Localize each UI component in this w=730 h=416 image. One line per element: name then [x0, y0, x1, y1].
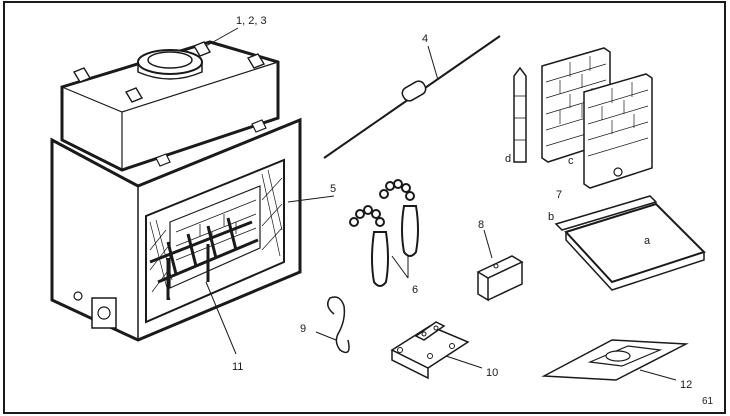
leader-lines	[205, 27, 677, 381]
label-refractory-set: 7	[556, 189, 562, 201]
small-bracket-illustration	[476, 255, 524, 302]
refractory-illustration	[513, 47, 706, 291]
label-chain-pulls: 6	[412, 284, 418, 296]
label-grate: 11	[232, 361, 243, 373]
chain-pulls-illustration	[349, 179, 419, 287]
label-rod: 4	[422, 33, 428, 45]
label-fireplace-parts: 1, 2, 3	[236, 15, 267, 27]
hook-illustration	[327, 296, 350, 354]
label-screen: 5	[330, 183, 336, 195]
page-number: 61	[702, 396, 714, 407]
label-bracket-plate: 10	[486, 367, 498, 379]
page-border	[3, 1, 726, 414]
label-part-c: c	[568, 155, 574, 167]
hearth-plate-illustration	[541, 339, 689, 381]
rod-illustration	[323, 35, 501, 159]
label-hook: 9	[300, 323, 306, 335]
label-part-d: d	[505, 153, 511, 165]
label-part-b: b	[548, 211, 554, 223]
bracket-plate-illustration	[390, 321, 470, 380]
label-hearth-plate: 12	[680, 379, 692, 391]
fireplace-illustration	[50, 40, 302, 342]
label-small-bracket: 8	[478, 219, 484, 231]
label-part-a: a	[644, 235, 651, 247]
